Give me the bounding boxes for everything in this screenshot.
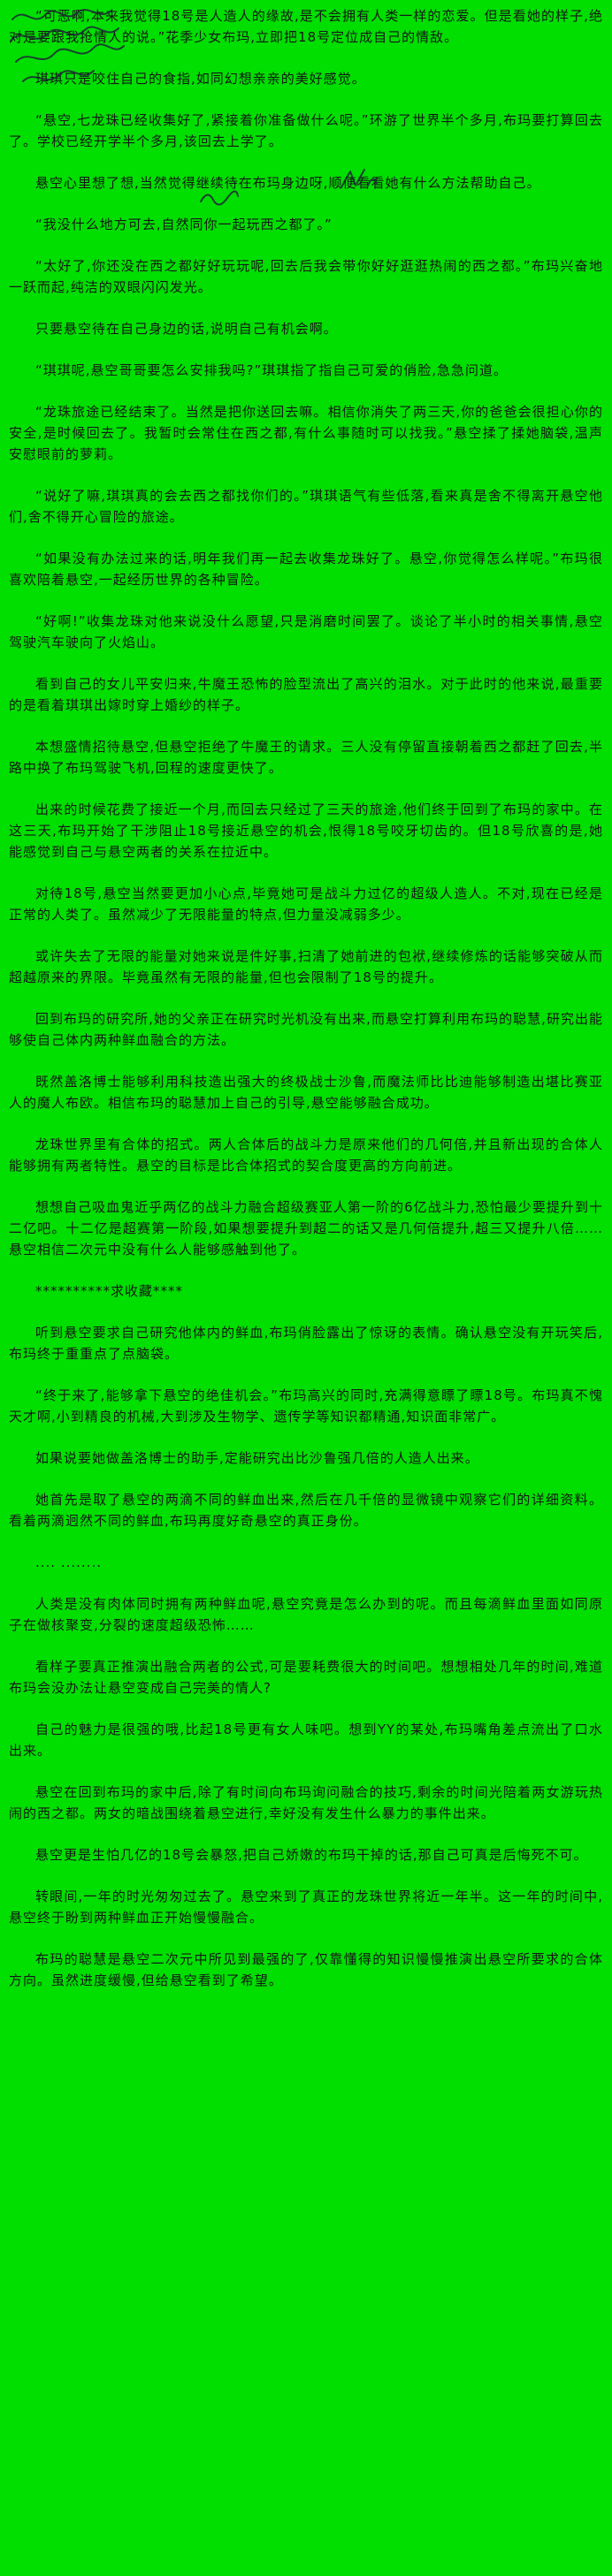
paragraph: 本想盛情招待悬空,但悬空拒绝了牛魔王的请求。三人没有停留直接朝着西之都赶了回去,…	[9, 739, 603, 776]
paragraph: **********求收藏****	[35, 1283, 184, 1299]
paragraph: 听到悬空要求自己研究他体内的鲜血,布玛俏脸露出了惊讶的表情。确认悬空没有开玩笑后…	[9, 1325, 603, 1362]
paragraph: “好啊!”收集龙珠对他来说没什么愿望,只是消磨时间罢了。谈论了半小时的相关事情,…	[9, 613, 603, 650]
paragraph: “琪琪呢,悬空哥哥要怎么安排我吗?”琪琪指了指自己可爱的俏脸,急急问道。	[35, 362, 509, 378]
paragraph: 转眼间,一年的时光匆匆过去了。悬空来到了真正的龙珠世界将近一年半。这一年的时间中…	[9, 1888, 603, 1926]
paragraph: .... ........	[35, 1554, 102, 1570]
paragraph: 对待18号,悬空当然要更加小心点,毕竟她可是战斗力过亿的超级人造人。不对,现在已…	[9, 885, 603, 923]
paragraph: 她首先是取了悬空的两滴不同的鲜血出来,然后在几千倍的显微镜中观察它们的详细资料。…	[9, 1492, 603, 1529]
paragraph: “悬空,七龙珠已经收集好了,紧接着你准备做什么呢。”环游了世界半个多月,布玛要打…	[9, 112, 603, 149]
paragraph: 自己的魅力是很强的哦,比起18号更有女人味吧。想到YY的某处,布玛嘴角差点流出了…	[9, 1721, 603, 1759]
paragraph: 或许失去了无限的能量对她来说是件好事,扫清了她前进的包袱,继续修炼的话能够突破从…	[9, 948, 603, 985]
paragraph: 既然盖洛博士能够利用科技造出强大的终极战士沙鲁,而魔法师比比迪能够制造出堪比赛亚…	[9, 1074, 603, 1111]
paragraph: “可恶啊,本来我觉得18号是人造人的缘故,是不会拥有人类一样的恋爱。但是看她的样…	[9, 8, 603, 45]
paragraph: 出来的时候花费了接近一个月,而回去只经过了三天的旅途,他们终于回到了布玛的家中。…	[9, 802, 603, 860]
novel-text: “可恶啊,本来我觉得18号是人造人的缘故,是不会拥有人类一样的恋爱。但是看她的样…	[9, 5, 603, 1991]
paragraph: 悬空在回到布玛的家中后,除了有时间向布玛询问融合的技巧,剩余的时间光陪着两女游玩…	[9, 1784, 603, 1821]
paragraph: 只要悬空待在自己身边的话,说明自己有机会啊。	[35, 321, 338, 337]
paragraph: 悬空更是生怕几亿的18号会暴怒,把自己娇嫩的布玛干掉的话,那自己可真是后悔死不可…	[35, 1847, 588, 1863]
paragraph: 看样子要真正推演出融合两者的公式,可是要耗费很大的时间吧。想想相处几年的时间,难…	[9, 1659, 603, 1696]
paragraph: 琪琪只是咬住自己的食指,如同幻想亲亲的美好感觉。	[35, 71, 366, 87]
paragraph: 龙珠世界里有合体的招式。两人合体后的战斗力是原来他们的几何倍,并且新出现的合体人…	[9, 1136, 603, 1174]
paragraph: “太好了,你还没在西之都好好玩玩呢,回去后我会带你好好逛逛热闹的西之都。”布玛兴…	[9, 258, 603, 295]
paragraph: “如果没有办法过来的话,明年我们再一起去收集龙珠好了。悬空,你觉得怎么样呢。”布…	[9, 551, 603, 588]
paragraph: 人类是没有肉体同时拥有两种鲜血呢,悬空究竟是怎么办到的呢。而且每滴鲜血里面如同原…	[9, 1596, 603, 1633]
paragraph: 想想自己吸血鬼近乎两亿的战斗力融合超级赛亚人第一阶的6亿战斗力,恐怕最少要提升到…	[9, 1199, 603, 1258]
paragraph: 悬空心里想了想,当然觉得继续待在布玛身边呀,顺便看看她有什么方法帮助自己。	[35, 175, 541, 191]
paragraph: 如果说要她做盖洛博士的助手,定能研究出比沙鲁强几倍的人造人出来。	[35, 1450, 479, 1466]
paragraph: “终于来了,能够拿下悬空的绝佳机会。”布玛高兴的同时,充满得意瞟了瞟18号。布玛…	[9, 1387, 603, 1425]
paragraph: 看到自己的女儿平安归来,牛魔王恐怖的脸型流出了高兴的泪水。对于此时的他来说,最重…	[9, 676, 603, 713]
paragraph: “龙珠旅途已经结束了。当然是把你送回去嘛。相信你消失了两三天,你的爸爸会很担心你…	[9, 404, 603, 462]
paragraph: 布玛的聪慧是悬空二次元中所见到最强的了,仅靠懂得的知识慢慢推演出悬空所要求的合体…	[9, 1951, 603, 1988]
paragraph: “我没什么地方可去,自然同你一起玩西之都了。”	[35, 217, 333, 232]
paragraph: 回到布玛的研究所,她的父亲正在研究时光机没有出来,而悬空打算利用布玛的聪慧,研究…	[9, 1011, 603, 1048]
paragraph: “说好了嘛,琪琪真的会去西之都找你们的。”琪琪语气有些低落,看来真是舍不得离开悬…	[9, 488, 603, 525]
